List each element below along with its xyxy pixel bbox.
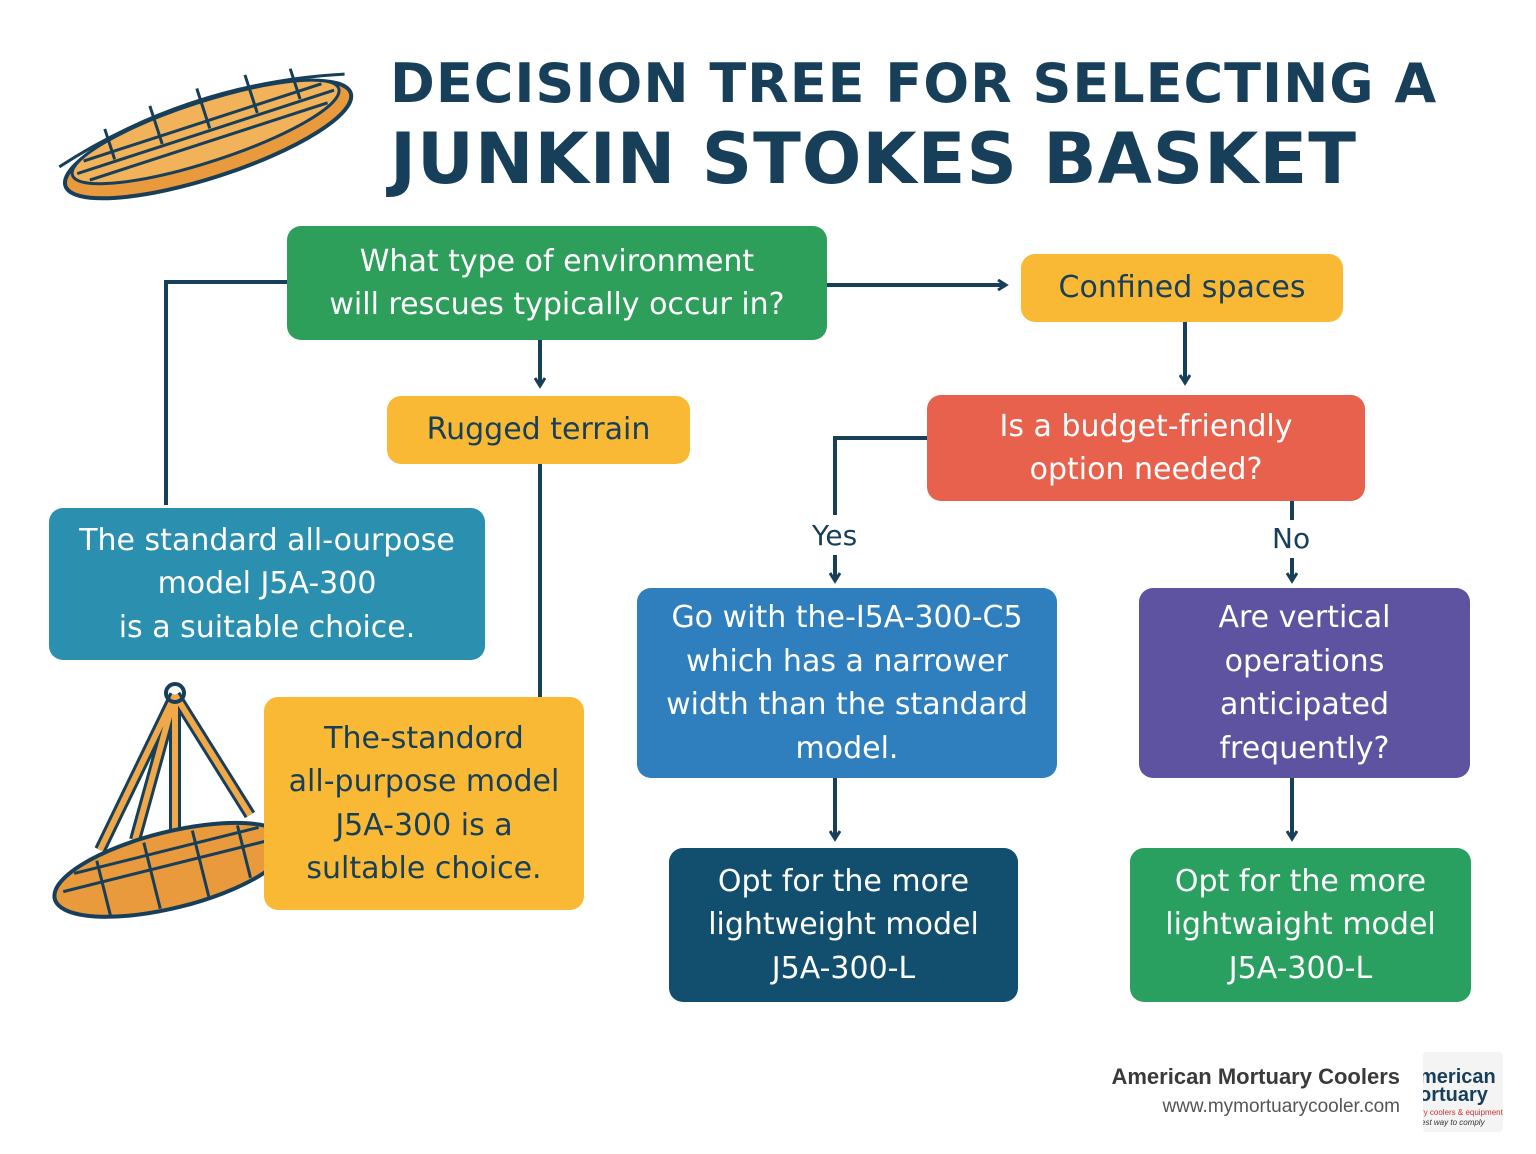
line-env-to-standard (164, 280, 288, 505)
title-line-1: DECISION TREE FOR SELECTING A (390, 52, 1438, 115)
node-budget-question: Is a budget-friendly option needed? (927, 395, 1365, 501)
brand-logo: merican ortuary ry coolers & equipment e… (1423, 1052, 1503, 1132)
line-budget-to-yes (833, 436, 928, 515)
node-standard-left: The standard all-ourpose model J5A-300 i… (49, 508, 485, 660)
brand-url[interactable]: www.mymortuarycooler.com (1162, 1096, 1400, 1117)
node-lightweight-no: Opt for the more lightwaight model J5A-3… (1130, 848, 1471, 1002)
node-standard-rugged: The-standord all-purpose model J5A-300 i… (264, 697, 584, 910)
logo-line-1: merican (1423, 1066, 1496, 1088)
brand-name: American Mortuary Coolers (1111, 1064, 1400, 1089)
edge-label-no: No (1272, 522, 1311, 555)
node-lightweight-yes: Opt for the more lightweight model J5A-3… (669, 848, 1018, 1002)
logo-line-2: ortuary (1423, 1084, 1488, 1106)
logo-line-3: ry coolers & equipment (1423, 1108, 1503, 1117)
basket-with-bridle-illustration (52, 682, 291, 919)
title-line-2: JUNKIN STOKES BASKET (390, 118, 1357, 200)
stokes-basket-illustration (58, 68, 354, 201)
node-narrow-model: Go with the-I5A-300-C5 which has a narro… (637, 588, 1057, 778)
edge-label-yes: Yes (812, 519, 858, 552)
node-rugged-terrain: Rugged terrain (387, 396, 690, 464)
node-vertical-question: Are vertical operations anticipated freq… (1139, 588, 1470, 778)
node-confined-spaces: Confined spaces (1021, 254, 1343, 322)
node-environment-question: What type of environment will rescues ty… (287, 226, 827, 340)
brand-block: American Mortuary Coolers www.mymortuary… (1111, 1064, 1400, 1118)
logo-line-4: est way to comply (1423, 1118, 1485, 1127)
